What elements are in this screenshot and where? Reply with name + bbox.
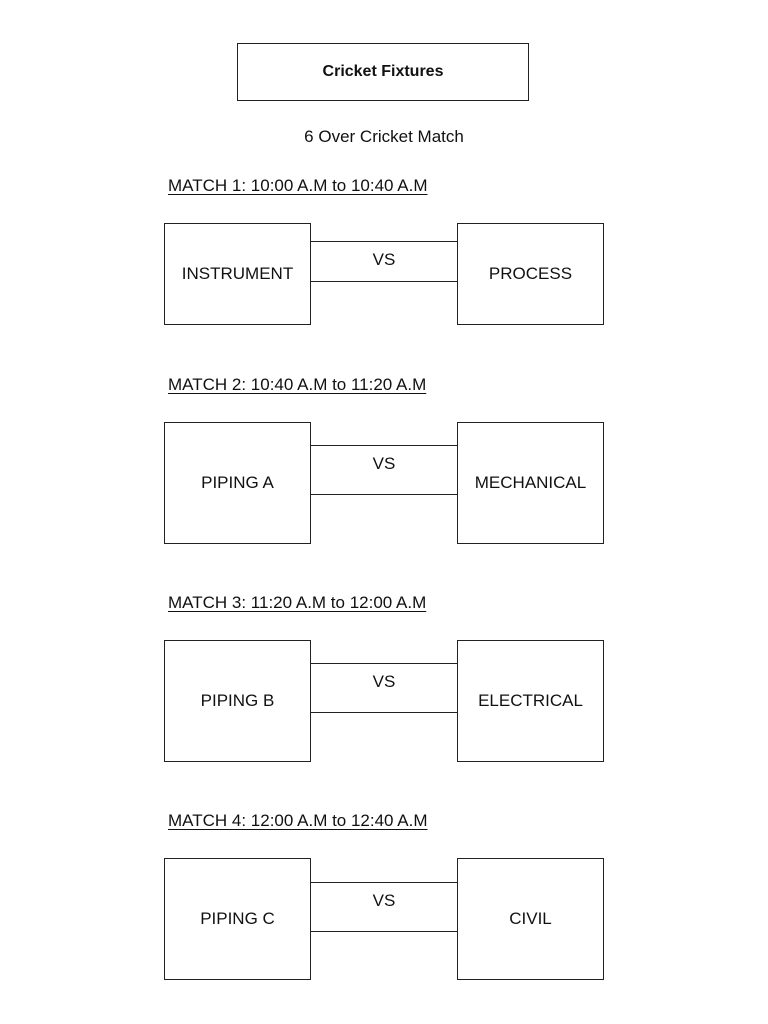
- match-2-team-b: MECHANICAL: [457, 422, 604, 544]
- match-4-team-b: CIVIL: [457, 858, 604, 980]
- match-4-heading: MATCH 4: 12:00 A.M to 12:40 A.M: [168, 811, 428, 830]
- match-3-team-b: ELECTRICAL: [457, 640, 604, 762]
- match-1-connector: VS: [310, 241, 458, 282]
- match-4-team-a: PIPING C: [164, 858, 311, 980]
- match-4-connector: VS: [310, 882, 458, 932]
- match-3-team-a: PIPING B: [164, 640, 311, 762]
- match-1-team-a: INSTRUMENT: [164, 223, 311, 325]
- match-4-versus: VS: [372, 891, 396, 910]
- match-2-versus: VS: [372, 454, 396, 473]
- match-3-heading: MATCH 3: 11:20 A.M to 12:00 A.M: [168, 593, 427, 612]
- match-3-connector: VS: [310, 663, 458, 713]
- match-1-team-b: PROCESS: [457, 223, 604, 325]
- match-2-heading: MATCH 2: 10:40 A.M to 11:20 A.M: [168, 375, 427, 394]
- document-title: Cricket Fixtures: [237, 43, 529, 101]
- match-2-team-a: PIPING A: [164, 422, 311, 544]
- match-1-heading: MATCH 1: 10:00 A.M to 10:40 A.M: [168, 176, 428, 195]
- document-subtitle: 6 Over Cricket Match: [304, 127, 464, 146]
- match-2-connector: VS: [310, 445, 458, 495]
- match-1-versus: VS: [372, 250, 396, 269]
- match-3-versus: VS: [372, 672, 396, 691]
